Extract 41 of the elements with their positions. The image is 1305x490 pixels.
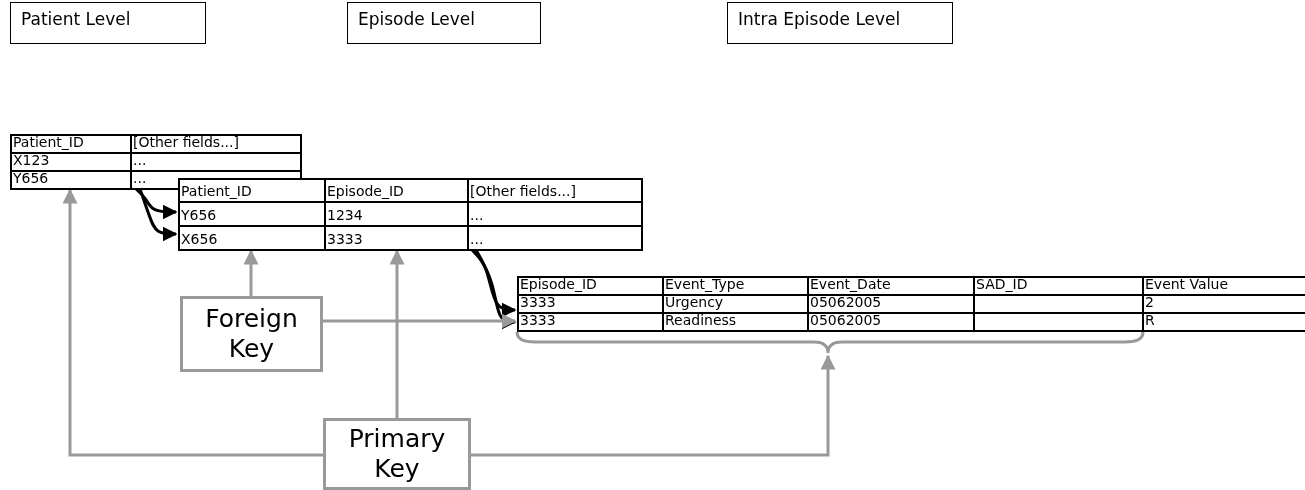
arrow xyxy=(243,249,259,296)
level-box: Episode Level xyxy=(347,2,541,44)
table-cell: ... xyxy=(468,202,642,226)
arrow xyxy=(474,249,517,330)
table-cell: 3333 xyxy=(518,313,663,331)
table-cell: Y656 xyxy=(11,171,131,189)
table-cell: Y656 xyxy=(179,202,325,226)
table-cell: R xyxy=(1143,313,1305,331)
table-cell: X123 xyxy=(11,153,131,171)
table-cell: Episode_ID xyxy=(325,179,468,202)
table-cell: ... xyxy=(468,226,642,250)
level-box: Intra Episode Level xyxy=(727,2,953,44)
table-cell: 05062005 xyxy=(808,313,974,331)
table-cell: 3333 xyxy=(518,295,663,313)
table-cell: [Other fields...] xyxy=(468,179,642,202)
key-box: Primary Key xyxy=(323,418,471,490)
table-cell: X656 xyxy=(179,226,325,250)
table-cell: Event_Type xyxy=(663,277,808,295)
table-cell: ... xyxy=(131,153,301,171)
table-cell: [Other fields...] xyxy=(131,135,301,153)
table-cell: 05062005 xyxy=(808,295,974,313)
arrow xyxy=(389,249,405,418)
arrow xyxy=(138,188,178,242)
table-cell: Event Value xyxy=(1143,277,1305,295)
table-cell: Patient_ID xyxy=(11,135,131,153)
table-cell: 2 xyxy=(1143,295,1305,313)
table-cell: 1234 xyxy=(325,202,468,226)
arrow xyxy=(323,313,517,329)
table-cell: SAD_ID xyxy=(974,277,1143,295)
table-cell: Urgency xyxy=(663,295,808,313)
arrow xyxy=(471,354,836,457)
data-table xyxy=(517,276,1305,332)
key-box: Foreign Key xyxy=(180,296,323,372)
level-box: Patient Level xyxy=(10,2,206,44)
table-cell: Patient_ID xyxy=(179,179,325,202)
table-cell: 3333 xyxy=(325,226,468,250)
arrow xyxy=(62,188,323,457)
table-cell: Event_Date xyxy=(808,277,974,295)
data-table xyxy=(178,178,643,251)
table-cell: Readiness xyxy=(663,313,808,331)
table-cell: Episode_ID xyxy=(518,277,663,295)
